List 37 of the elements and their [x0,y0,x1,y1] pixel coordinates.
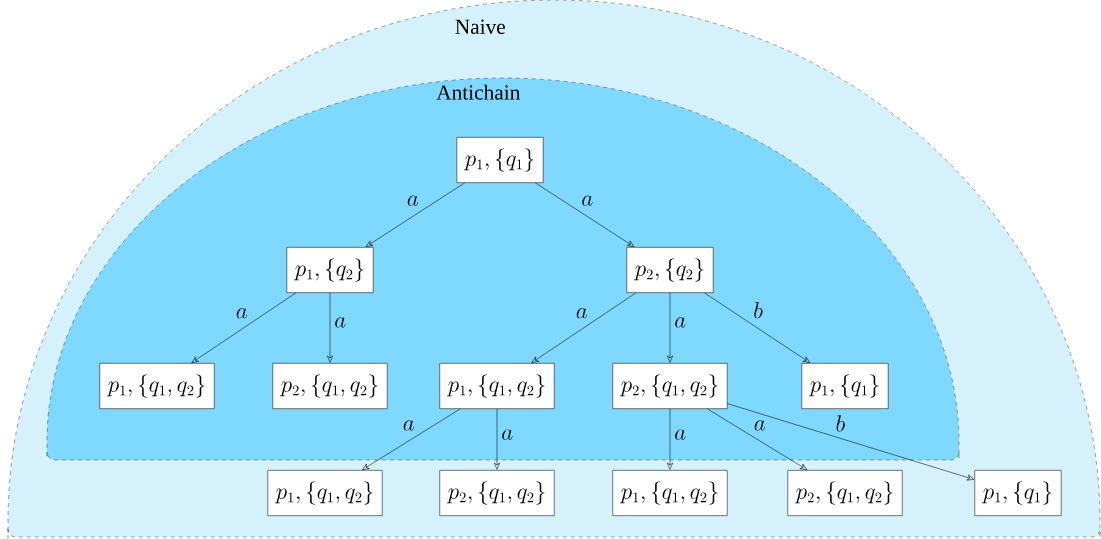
state-box: $p_2, \{q_1, q_2\}$ [439,470,555,516]
state-box: $p_1, \{q_1\}$ [801,363,889,409]
state-box: $p_1, \{q_1\}$ [456,137,544,183]
arrow [707,408,808,470]
arrow [535,182,635,247]
state-box: $p_2, \{q_2\}$ [626,247,714,293]
arrow [327,292,333,363]
state-box: $p_1, \{q_2\}$ [286,247,374,293]
edge-label: $a$ [335,317,346,328]
edge-label: $a$ [582,195,593,206]
state-box: $p_2, \{q_1, q_2\}$ [787,470,903,516]
arrow [667,408,673,470]
arrow [362,408,461,470]
edge-label: $a$ [754,420,765,431]
edge-label: $a$ [236,307,247,319]
state-box: $p_1, \{q_1, q_2\}$ [612,470,728,516]
edge-label: $a$ [403,420,414,431]
arrow [727,403,975,481]
arrow [667,292,673,363]
arrow [531,292,637,363]
state-box: $p_1, \{q_1, q_2\}$ [267,470,383,516]
state-box: $p_2, \{q_1, q_2\}$ [612,363,728,409]
edge-label: $a$ [675,317,686,328]
edge-label: $b$ [754,302,763,319]
state-box: $p_1, \{q_1, q_2\}$ [99,363,215,409]
state-box: $p_2, \{q_1, q_2\}$ [272,363,388,409]
edge-label: $a$ [502,429,513,440]
arrow [704,292,811,363]
state-box: $p_1, \{q_1, q_2\}$ [439,363,555,409]
arrow [365,182,465,247]
edge-label: $a$ [675,429,686,440]
edge-label: $b$ [836,415,845,432]
arrow [494,408,500,470]
arrow [191,292,297,363]
state-box: $p_1, \{q_1\}$ [974,470,1062,516]
edge-label: $a$ [407,195,418,206]
edge-label: $a$ [576,307,587,319]
